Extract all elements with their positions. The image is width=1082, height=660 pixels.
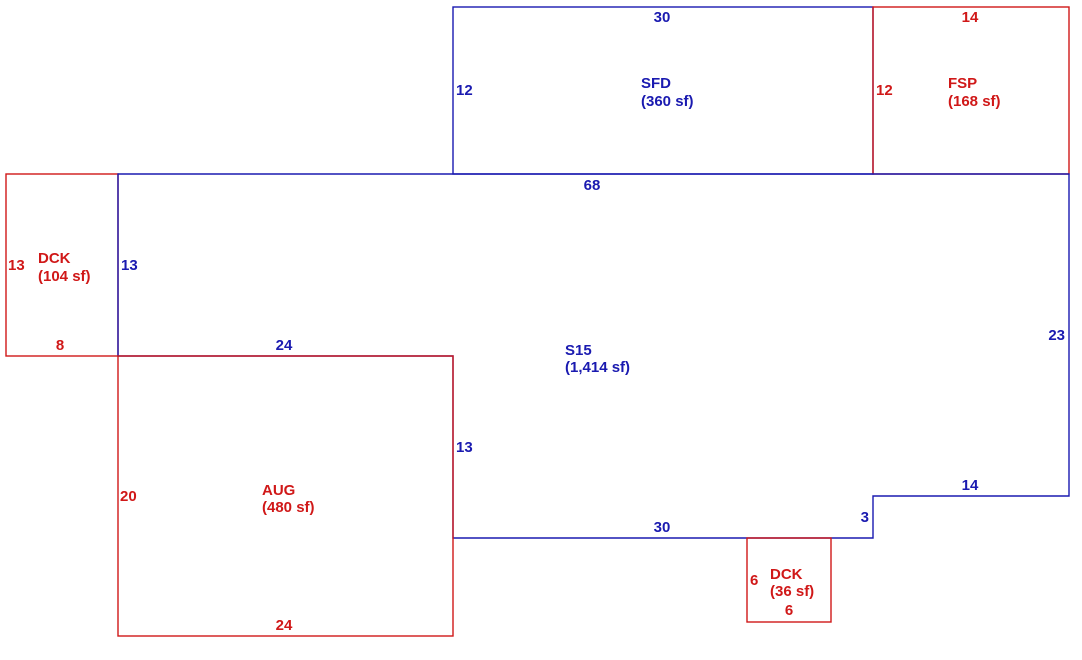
dim-s15-right-bottom: 14 [962,477,979,494]
aug-outline [117,355,454,637]
dim-dck1-bottom: 8 [56,337,64,354]
fsp-code-label: FSP [948,75,977,92]
dim-sfd-top: 30 [654,9,671,26]
sfd-area-label: (360 sf) [641,93,694,110]
aug-area-label: (480 sf) [262,499,315,516]
dim-aug-bottom: 24 [276,617,293,634]
fsp-area-label: (168 sf) [948,93,1001,110]
dim-s15-top: 68 [584,177,601,194]
dim-s15-bottom: 30 [654,519,671,536]
s15-area-label: (1,414 sf) [565,359,630,376]
dck2-outline [746,537,832,623]
dim-s15-notch: 3 [861,509,869,526]
dck1-code-label: DCK [38,250,71,267]
dim-aug-left: 20 [120,488,137,505]
dim-s15-right: 23 [1048,327,1065,344]
dck2-code-label: DCK [770,566,803,583]
dck2-area-label: (36 sf) [770,583,814,600]
dim-dck2-left: 6 [750,572,758,589]
s15-code-label: S15 [565,342,592,359]
dim-s15-step: 13 [456,439,473,456]
dim-dck1-left: 13 [8,257,25,274]
aug-code-label: AUG [262,482,295,499]
dim-s15-inner-top: 24 [276,337,293,354]
dim-fsp-top: 14 [962,9,979,26]
sfd-code-label: SFD [641,75,671,92]
dim-fsp-left: 12 [876,82,893,99]
dim-dck2-bottom: 6 [785,602,793,619]
dim-s15-left: 13 [121,257,138,274]
dim-sfd-left: 12 [456,82,473,99]
dck1-area-label: (104 sf) [38,268,91,285]
